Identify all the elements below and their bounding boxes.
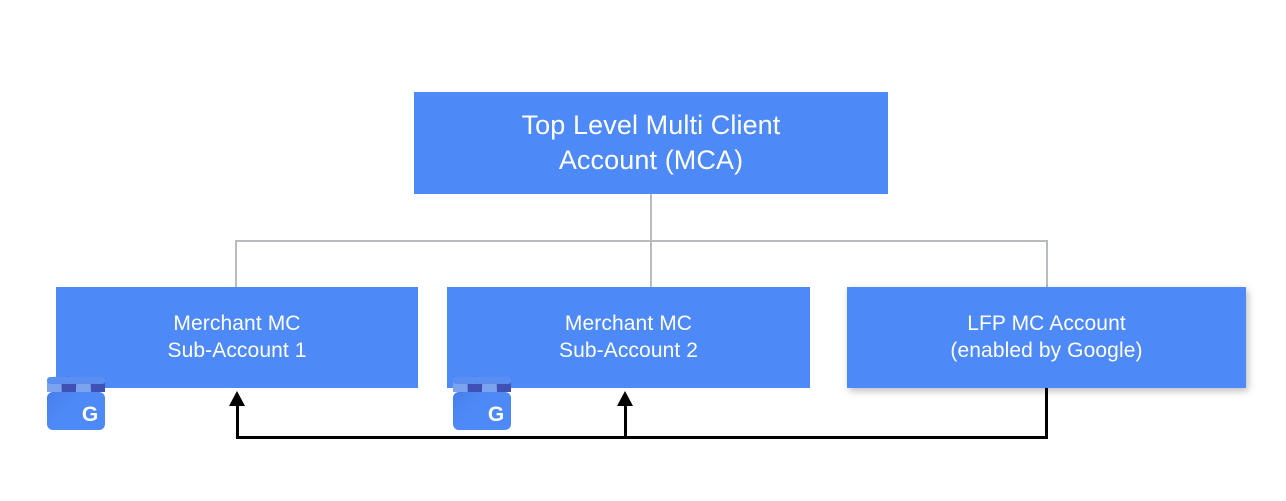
connector-drop-lfp [1046, 240, 1048, 288]
node-merchant-sub-account-1-line1: Merchant MC [173, 311, 301, 335]
feedback-line-up-sub1 [236, 404, 239, 438]
node-lfp-mc-account-line2: (enabled by Google) [950, 338, 1143, 362]
node-merchant-sub-account-2-line2: Sub-Account 2 [558, 338, 699, 362]
node-top-level-mca-line2: Account (MCA) [558, 145, 744, 175]
feedback-line-up-sub2 [624, 404, 627, 438]
node-top-level-mca-line1: Top Level Multi Client [521, 110, 781, 141]
node-top-level-mca[interactable]: Top Level Multi Client Account (MCA) [414, 92, 888, 194]
gbp-icon-letter: G [82, 403, 98, 426]
node-merchant-sub-account-1-line2: Sub-Account 1 [167, 338, 307, 362]
node-lfp-mc-account-line1: LFP MC Account [967, 311, 1126, 335]
feedback-arrowhead-sub2 [617, 391, 633, 406]
node-merchant-sub-account-1[interactable]: Merchant MC Sub-Account 1 [56, 287, 418, 388]
node-lfp-mc-account[interactable]: LFP MC Account (enabled by Google) [847, 287, 1246, 388]
node-merchant-sub-account-2-line1: Merchant MC [564, 311, 693, 335]
google-business-profile-storefront-icon: G [47, 376, 105, 430]
feedback-line-lfp-down [1045, 388, 1048, 438]
node-merchant-sub-account-2-label: Merchant MC Sub-Account 2 [447, 311, 810, 365]
node-lfp-mc-account-label: LFP MC Account (enabled by Google) [847, 311, 1246, 365]
connector-horizontal-bus [235, 240, 1048, 242]
feedback-line-horizontal [236, 436, 1048, 439]
connector-drop-sub2 [650, 240, 652, 288]
connector-root-stem [650, 194, 652, 242]
gbp-icon-letter: G [488, 403, 504, 426]
google-business-profile-storefront-icon: G [453, 376, 511, 430]
node-merchant-sub-account-1-label: Merchant MC Sub-Account 1 [56, 311, 418, 365]
feedback-arrowhead-sub1 [229, 391, 245, 406]
connector-drop-sub1 [235, 240, 237, 288]
node-top-level-mca-label: Top Level Multi Client Account (MCA) [414, 108, 888, 177]
node-merchant-sub-account-2[interactable]: Merchant MC Sub-Account 2 [447, 287, 810, 388]
